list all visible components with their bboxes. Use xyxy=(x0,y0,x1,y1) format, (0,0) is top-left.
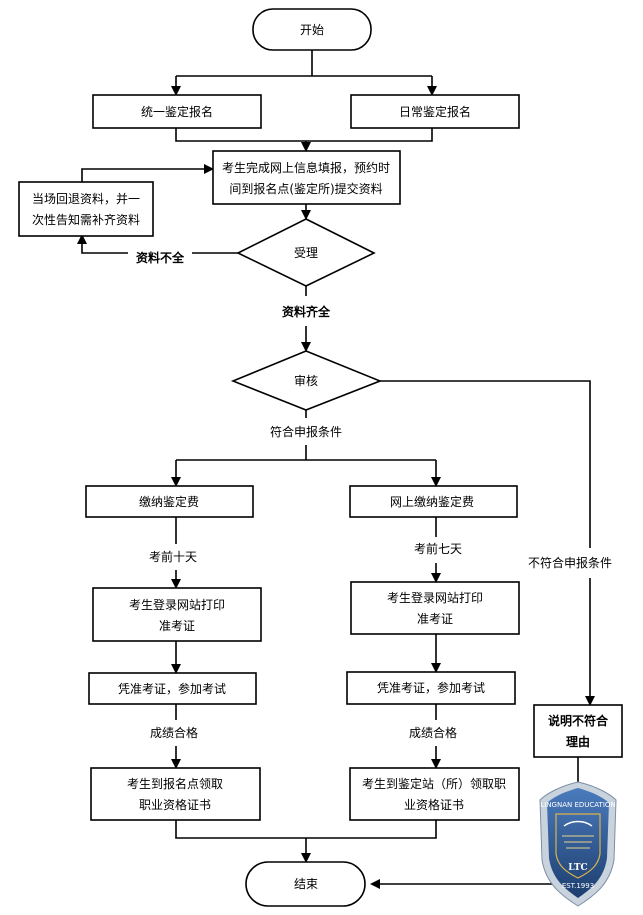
edge-certs-merge xyxy=(175,820,437,839)
node-unified-registration: 统一鉴定报名 xyxy=(92,94,262,129)
node-pay-fee: 缴纳鉴定费 xyxy=(85,485,254,518)
collect-cert-left-line2: 职业资格证书 xyxy=(139,797,211,812)
collect-cert-left-line1: 考生到报名点领取 xyxy=(127,776,223,791)
return-docs-line2: 次性告知需补齐资料 xyxy=(32,212,140,227)
edge-start-split xyxy=(176,50,432,77)
node-start: 开始 xyxy=(252,8,372,51)
attend-exam-right-label: 凭准考证，参加考试 xyxy=(377,680,485,695)
logo-text-mid: LTC xyxy=(568,863,587,873)
label-not-meet-conditions: 不符合申报条件 xyxy=(528,555,612,570)
edge-incomplete-loop xyxy=(82,236,238,254)
label-ten-days-before: 考前十天 xyxy=(149,549,197,564)
start-label: 开始 xyxy=(300,23,324,37)
node-online-fill: 考生完成网上信息填报，预约时 间到报名点(鉴定所)提交资料 xyxy=(212,150,401,205)
online-fill-line1: 考生完成网上信息填报，预约时 xyxy=(222,160,390,175)
node-daily-registration: 日常鉴定报名 xyxy=(350,94,520,129)
pay-fee-online-label: 网上缴纳鉴定费 xyxy=(390,494,474,509)
edge-return-to-fill xyxy=(81,164,214,182)
edge-not-meet xyxy=(380,380,590,704)
lingnan-logo: LINGNAN EDUCATION LTC EST.1993 xyxy=(539,781,617,907)
node-collect-cert-left: 考生到报名点领取 职业资格证书 xyxy=(90,767,261,821)
pay-fee-label: 缴纳鉴定费 xyxy=(139,494,199,509)
node-print-ticket-right: 考生登录网站打印 准考证 xyxy=(350,581,520,635)
return-docs-line1: 当场回退资料，并一 xyxy=(32,192,140,206)
node-explain-reason: 说明不符合 理由 xyxy=(533,704,623,758)
label-passed-right: 成绩合格 xyxy=(409,725,457,740)
node-return-docs: 当场回退资料，并一 次性告知需补齐资料 xyxy=(18,181,154,237)
label-meets-conditions: 符合申报条件 xyxy=(270,424,342,439)
node-review: 审核 xyxy=(230,350,383,411)
daily-registration-label: 日常鉴定报名 xyxy=(399,104,471,119)
label-passed-left: 成绩合格 xyxy=(150,725,198,740)
edge-registrations-merge xyxy=(175,128,433,142)
unified-registration-label: 统一鉴定报名 xyxy=(141,104,213,119)
collect-cert-right-line1: 考生到鉴定站（所）领取职 xyxy=(362,776,506,791)
logo-text-bottom: EST.1993 xyxy=(562,882,594,890)
explain-reason-line1: 说明不符合 xyxy=(548,713,609,728)
label-docs-complete: 资料齐全 xyxy=(282,304,331,319)
edge-labels: 资料不全 资料齐全 符合申报条件 考前十天 考前七天 成绩合格 成绩合格 不符合… xyxy=(136,250,612,740)
edge-review-conditions xyxy=(176,410,436,461)
node-end: 结束 xyxy=(245,861,366,907)
attend-exam-left-label: 凭准考证，参加考试 xyxy=(118,681,226,696)
logo-text-top: LINGNAN EDUCATION xyxy=(540,801,615,809)
node-pay-fee-online: 网上缴纳鉴定费 xyxy=(349,485,518,518)
collect-cert-right-line2: 业资格证书 xyxy=(404,797,464,812)
review-label: 审核 xyxy=(294,373,318,388)
label-seven-days-before: 考前七天 xyxy=(414,541,462,556)
connectors xyxy=(81,50,590,889)
online-fill-line2: 间到报名点(鉴定所)提交资料 xyxy=(229,181,382,196)
print-ticket-left-line1: 考生登录网站打印 xyxy=(129,597,225,612)
explain-reason-line2: 理由 xyxy=(566,734,590,749)
print-ticket-right-line2: 准考证 xyxy=(417,612,453,626)
node-attend-exam-right: 凭准考证，参加考试 xyxy=(346,671,516,705)
accept-label: 受理 xyxy=(294,246,318,260)
end-label: 结束 xyxy=(294,877,318,891)
node-print-ticket-left: 考生登录网站打印 准考证 xyxy=(92,587,262,642)
node-attend-exam-left: 凭准考证，参加考试 xyxy=(88,672,257,705)
node-collect-cert-right: 考生到鉴定站（所）领取职 业资格证书 xyxy=(349,767,520,821)
print-ticket-left-line2: 准考证 xyxy=(159,619,195,633)
print-ticket-right-line1: 考生登录网站打印 xyxy=(387,590,483,605)
node-accept: 受理 xyxy=(236,218,376,287)
label-docs-incomplete: 资料不全 xyxy=(136,250,185,265)
